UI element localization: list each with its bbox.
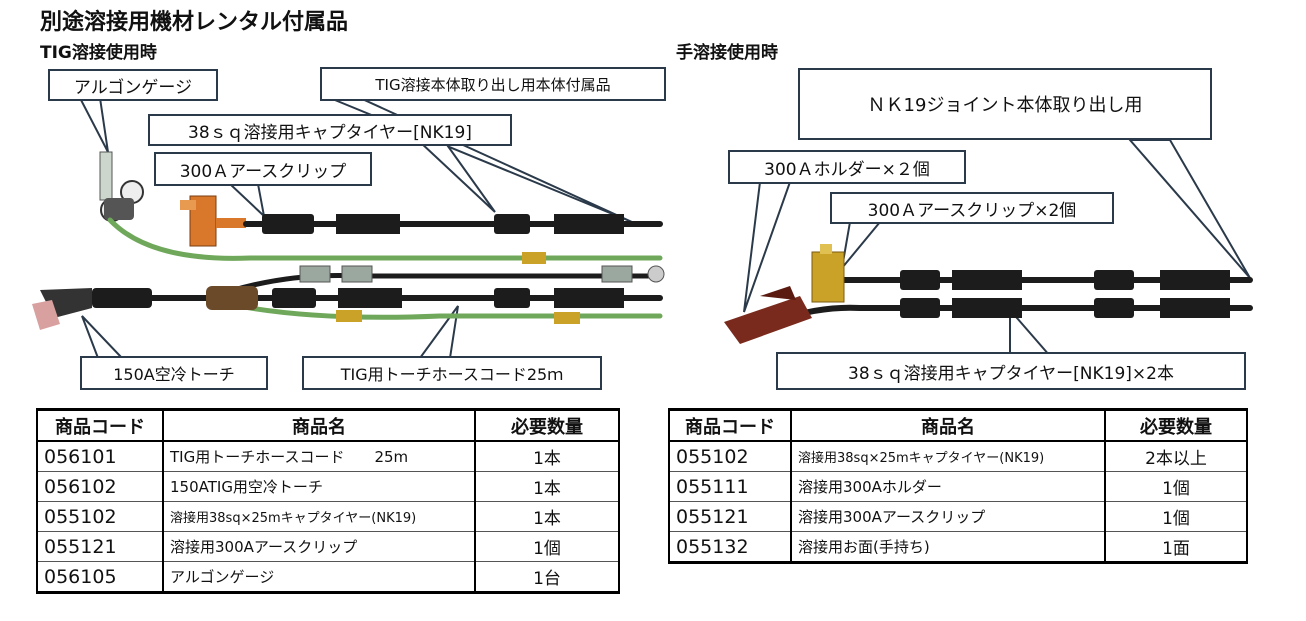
cell-code: 055121 bbox=[668, 501, 792, 532]
cell-code: 056102 bbox=[36, 471, 164, 502]
cell-name: 150ATIG用空冷トーチ bbox=[162, 471, 476, 502]
cell-name: 溶接用38sq×25mキャプタイヤー(NK19) bbox=[790, 441, 1106, 472]
cell-qty: 1本 bbox=[474, 441, 620, 472]
callout-38sq-cable: 38ｓｑ溶接用キャプタイヤー[NK19] bbox=[148, 114, 512, 146]
table-row: 056102 150ATIG用空冷トーチ 1本 bbox=[36, 471, 620, 502]
cell-code: 055132 bbox=[668, 531, 792, 564]
cell-name: 溶接用38sq×25mキャプタイヤー(NK19) bbox=[162, 501, 476, 532]
cell-qty: 1台 bbox=[474, 561, 620, 594]
left-callout-pointers bbox=[78, 97, 1251, 359]
tig-parts-table: 商品コード 商品名 必要数量 056101 TIG用トーチホースコード 25m … bbox=[36, 408, 620, 594]
electrode-holder-icon bbox=[724, 286, 812, 344]
cell-qty: 1個 bbox=[1104, 471, 1248, 502]
cell-qty: 1面 bbox=[1104, 531, 1248, 564]
cell-name: 溶接用300Aアースクリップ bbox=[790, 501, 1106, 532]
cell-qty: 1本 bbox=[474, 471, 620, 502]
callout-argon-gauge: アルゴンゲージ bbox=[48, 69, 218, 101]
cell-name: 溶接用300Aホルダー bbox=[790, 471, 1106, 502]
header-code: 商品コード bbox=[36, 408, 164, 442]
cell-name: アルゴンゲージ bbox=[162, 561, 476, 594]
cell-name: TIG用トーチホースコード 25m bbox=[162, 441, 476, 472]
earth-clip-orange-icon bbox=[180, 195, 246, 247]
earth-clip-gold-icon bbox=[811, 244, 845, 303]
left-cables bbox=[57, 214, 665, 324]
table-row: 055121 溶接用300Aアースクリップ 1個 bbox=[668, 501, 1248, 532]
callout-nk19-joint: ＮＫ19ジョイント本体取り出し用 bbox=[798, 68, 1212, 140]
callout-tig-hose-cord: TIG用トーチホースコード25ｍ bbox=[302, 356, 602, 390]
cell-code: 056105 bbox=[36, 561, 164, 594]
table-row: 055132 溶接用お面(手持ち) 1面 bbox=[668, 531, 1248, 564]
cell-name: 溶接用300Aアースクリップ bbox=[162, 531, 476, 562]
callout-300a-earth-clip: 300Ａアースクリップ bbox=[154, 152, 372, 186]
table-row: 055102 溶接用38sq×25mキャプタイヤー(NK19) 2本以上 bbox=[668, 441, 1248, 472]
cell-code: 056101 bbox=[36, 441, 164, 472]
header-code: 商品コード bbox=[668, 408, 792, 442]
header-qty: 必要数量 bbox=[474, 408, 620, 442]
manual-parts-table: 商品コード 商品名 必要数量 055102 溶接用38sq×25mキャプタイヤー… bbox=[668, 408, 1248, 564]
table-header-row: 商品コード 商品名 必要数量 bbox=[668, 408, 1248, 442]
callout-300a-holder: 300Ａホルダー×２個 bbox=[728, 150, 966, 184]
table-row: 055102 溶接用38sq×25mキャプタイヤー(NK19) 1本 bbox=[36, 501, 620, 532]
cell-code: 055102 bbox=[36, 501, 164, 532]
manual-section-title: 手溶接使用時 bbox=[676, 43, 778, 63]
tig-torch-icon bbox=[32, 288, 152, 330]
callout-150a-torch: 150A空冷トーチ bbox=[80, 356, 268, 390]
cell-qty: 2本以上 bbox=[1104, 441, 1248, 472]
page-title: 別途溶接用機材レンタル付属品 bbox=[40, 10, 349, 35]
cell-qty: 1個 bbox=[1104, 501, 1248, 532]
header-name: 商品名 bbox=[162, 408, 476, 442]
table-row: 055121 溶接用300Aアースクリップ 1個 bbox=[36, 531, 620, 562]
equipment-illustration bbox=[32, 97, 1253, 359]
cell-name: 溶接用お面(手持ち) bbox=[790, 531, 1106, 564]
tig-section-title: TIG溶接使用時 bbox=[40, 43, 157, 63]
table-row: 055111 溶接用300Aホルダー 1個 bbox=[668, 471, 1248, 502]
cell-qty: 1本 bbox=[474, 501, 620, 532]
cell-code: 055111 bbox=[668, 471, 792, 502]
callout-38sq-cable-x2: 38ｓｑ溶接用キャプタイヤー[NK19]×2本 bbox=[776, 352, 1246, 390]
right-cables bbox=[777, 270, 1253, 323]
header-qty: 必要数量 bbox=[1104, 408, 1248, 442]
table-header-row: 商品コード 商品名 必要数量 bbox=[36, 408, 620, 442]
callout-300a-earth-clip-x2: 300Ａアースクリップ×2個 bbox=[830, 192, 1114, 224]
cell-qty: 1個 bbox=[474, 531, 620, 562]
header-name: 商品名 bbox=[790, 408, 1106, 442]
table-row: 056105 アルゴンゲージ 1台 bbox=[36, 561, 620, 594]
cell-code: 055121 bbox=[36, 531, 164, 562]
callout-tig-body-accessory: TIG溶接本体取り出し用本体付属品 bbox=[320, 67, 666, 101]
table-row: 056101 TIG用トーチホースコード 25m 1本 bbox=[36, 441, 620, 472]
argon-gauge-icon bbox=[99, 151, 144, 222]
cell-code: 055102 bbox=[668, 441, 792, 472]
